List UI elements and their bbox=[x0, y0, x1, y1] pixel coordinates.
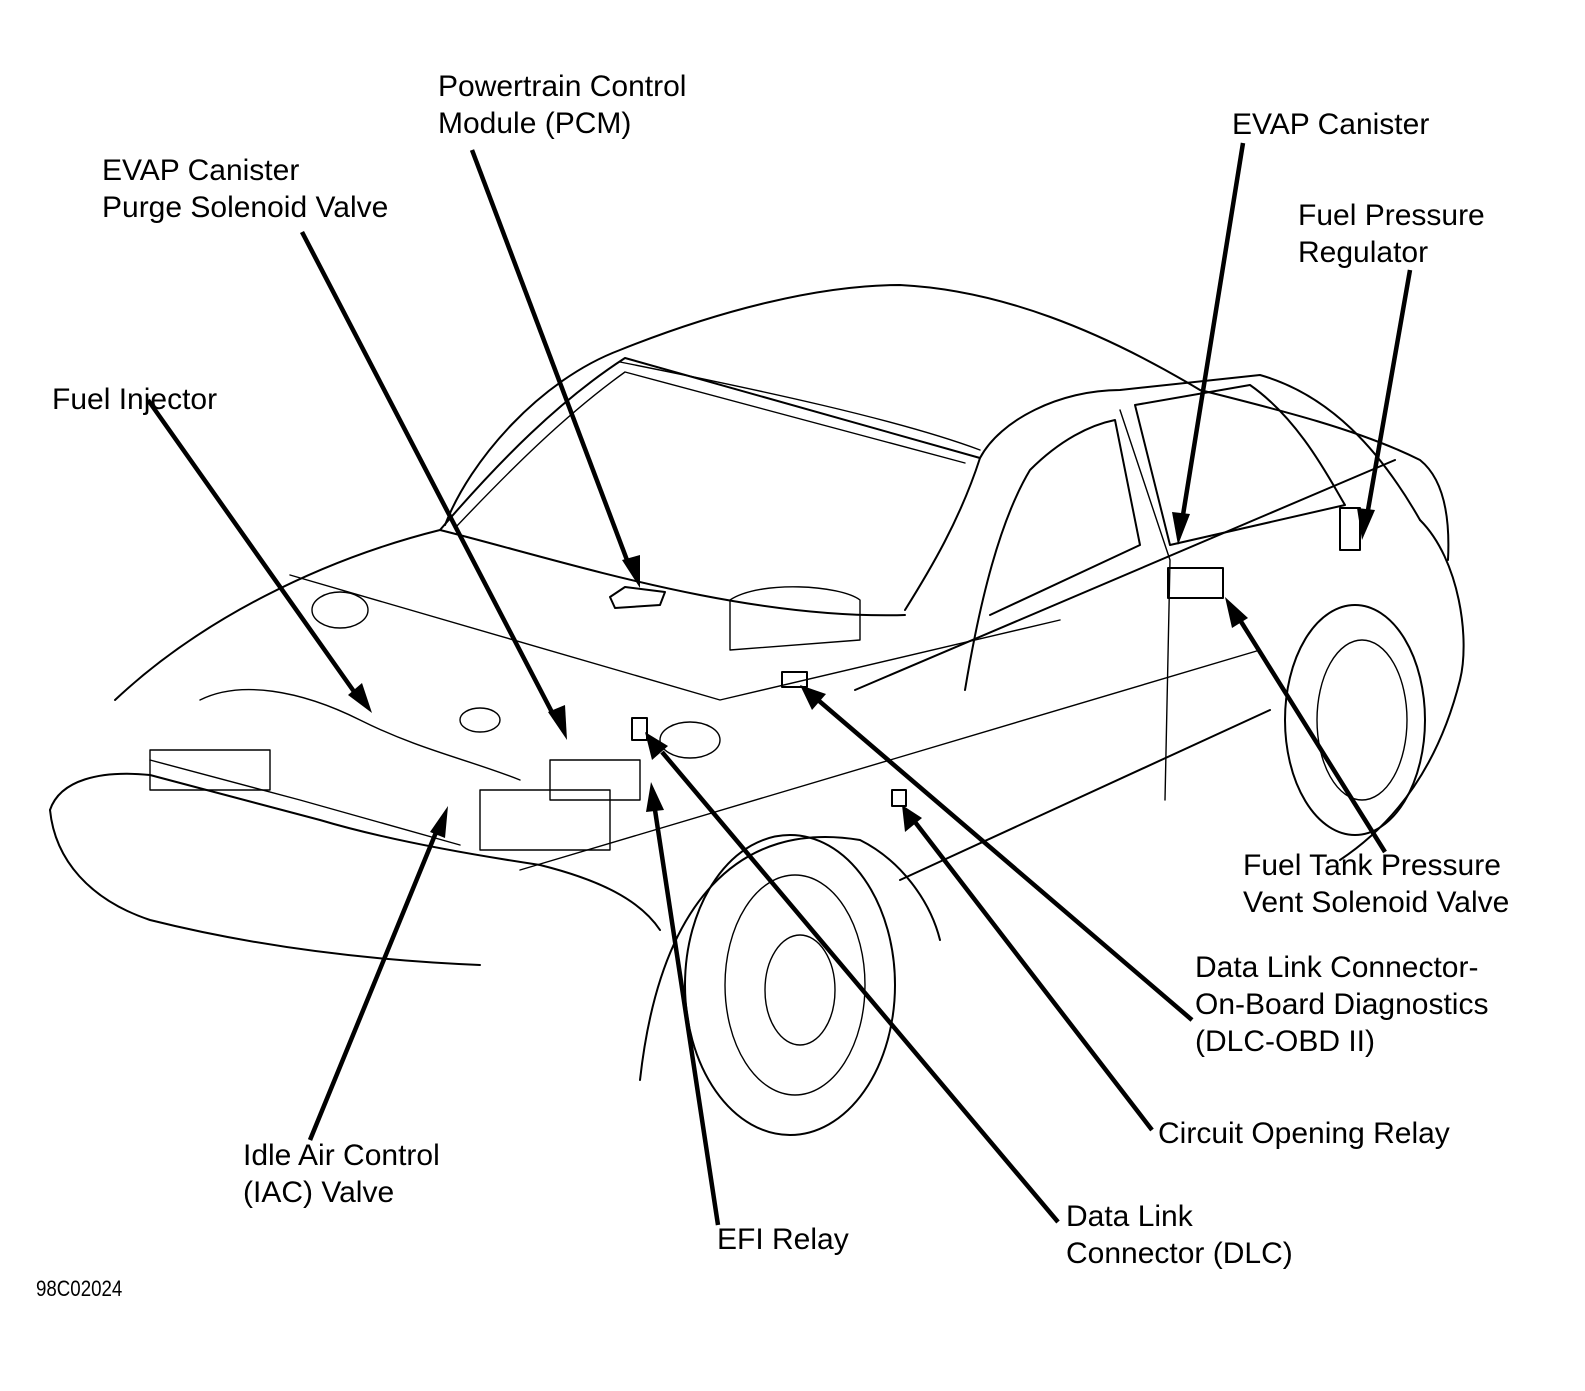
label-line: Fuel Tank Pressure bbox=[1243, 849, 1501, 882]
label-line: On-Board Diagnostics bbox=[1195, 988, 1489, 1021]
strut-tower-left bbox=[311, 591, 369, 629]
label-line: EVAP Canister bbox=[102, 154, 300, 187]
label-line: Idle Air Control bbox=[243, 1139, 440, 1172]
label-line: Vent Solenoid Valve bbox=[1243, 886, 1510, 919]
label-efi-relay: EFI Relay bbox=[717, 1221, 849, 1258]
b-pillar bbox=[1119, 409, 1171, 801]
leader-efi-relay bbox=[646, 782, 721, 1226]
strut-tower-right bbox=[659, 721, 721, 759]
intake-pipe bbox=[199, 688, 521, 781]
label-line: EFI Relay bbox=[717, 1223, 849, 1256]
rear-wheel-inner bbox=[1316, 639, 1408, 801]
label-line: Purge Solenoid Valve bbox=[102, 191, 389, 224]
car-outline bbox=[49, 284, 1465, 1136]
label-line: Circuit Opening Relay bbox=[1158, 1117, 1450, 1150]
front-wheel-arch bbox=[639, 836, 941, 1081]
figure-id: 98C02024 bbox=[36, 1276, 123, 1301]
leader-fuel-tank-vent bbox=[1225, 597, 1387, 854]
windshield bbox=[439, 357, 981, 611]
label-dlc-obd: Data Link Connector- On-Board Diagnostic… bbox=[1195, 949, 1488, 1060]
dlc-obd-box bbox=[781, 671, 808, 688]
leader-evap-purge bbox=[300, 230, 567, 740]
label-evap-canister: EVAP Canister bbox=[1232, 106, 1429, 143]
grille-box bbox=[149, 749, 271, 791]
label-line: (DLC-OBD II) bbox=[1195, 1025, 1375, 1058]
cowl-vent bbox=[729, 586, 861, 651]
label-line: Data Link Connector- bbox=[1195, 951, 1479, 984]
leader-evap-canister bbox=[1172, 142, 1246, 545]
label-fuel-tank-vent-valve: Fuel Tank Pressure Vent Solenoid Valve bbox=[1243, 847, 1509, 921]
belt-line bbox=[854, 459, 1396, 691]
fuse-box bbox=[549, 759, 641, 801]
hood-line bbox=[289, 574, 1061, 701]
leader-lines bbox=[146, 142, 1413, 1226]
oil-cap bbox=[459, 707, 501, 733]
front-hub bbox=[764, 934, 836, 1046]
label-line: Module (PCM) bbox=[438, 107, 632, 140]
label-circuit-opening-relay: Circuit Opening Relay bbox=[1158, 1115, 1450, 1152]
battery bbox=[479, 789, 611, 851]
roof-inner-line bbox=[619, 361, 981, 451]
leader-pcm bbox=[469, 149, 640, 588]
front-wheel bbox=[684, 834, 896, 1136]
label-line: Data Link bbox=[1066, 1200, 1193, 1233]
leader-fuel-pressure-regulator bbox=[1357, 269, 1413, 540]
front-door-window bbox=[964, 419, 1141, 691]
label-line: Fuel Injector bbox=[52, 383, 218, 416]
bumper-lower bbox=[49, 809, 481, 966]
front-bumper bbox=[49, 772, 661, 931]
label-line: Fuel Pressure bbox=[1298, 199, 1485, 232]
label-pcm: Powertrain Control Module (PCM) bbox=[438, 68, 686, 142]
label-fuel-injector: Fuel Injector bbox=[52, 381, 217, 418]
label-line: (IAC) Valve bbox=[243, 1176, 395, 1209]
label-dlc: Data Link Connector (DLC) bbox=[1066, 1198, 1293, 1272]
windshield-inner bbox=[454, 371, 966, 529]
pcm-box bbox=[609, 586, 666, 609]
label-evap-purge-valve: EVAP Canister Purge Solenoid Valve bbox=[102, 152, 388, 226]
label-line: Connector (DLC) bbox=[1066, 1237, 1293, 1270]
evap-canister-box bbox=[1167, 567, 1224, 599]
leader-iac bbox=[307, 806, 448, 1141]
rear-body bbox=[1339, 519, 1465, 861]
efi-relay-box bbox=[631, 717, 648, 741]
grille bbox=[149, 759, 461, 846]
label-fuel-pressure-regulator: Fuel Pressure Regulator bbox=[1298, 197, 1485, 271]
label-line: Regulator bbox=[1298, 236, 1429, 269]
leader-fuel-injector bbox=[146, 398, 372, 713]
leader-circuit-opening-relay bbox=[902, 805, 1154, 1132]
leader-dlc-obd bbox=[800, 685, 1194, 1022]
label-iac-valve: Idle Air Control (IAC) Valve bbox=[243, 1137, 440, 1211]
roof-line bbox=[444, 284, 1450, 561]
leader-dlc bbox=[645, 732, 1060, 1224]
a-pillar bbox=[979, 374, 1421, 521]
hood bbox=[114, 529, 906, 701]
circuit-opening-relay-box bbox=[891, 789, 907, 807]
label-line: EVAP Canister bbox=[1232, 108, 1430, 141]
rear-wheel bbox=[1284, 604, 1426, 836]
fuel-pressure-regulator-box bbox=[1339, 507, 1361, 551]
rear-door-window bbox=[1134, 384, 1346, 546]
label-line: Powertrain Control bbox=[438, 70, 687, 103]
front-wheel-inner bbox=[724, 874, 866, 1096]
rocker-line bbox=[899, 709, 1271, 881]
